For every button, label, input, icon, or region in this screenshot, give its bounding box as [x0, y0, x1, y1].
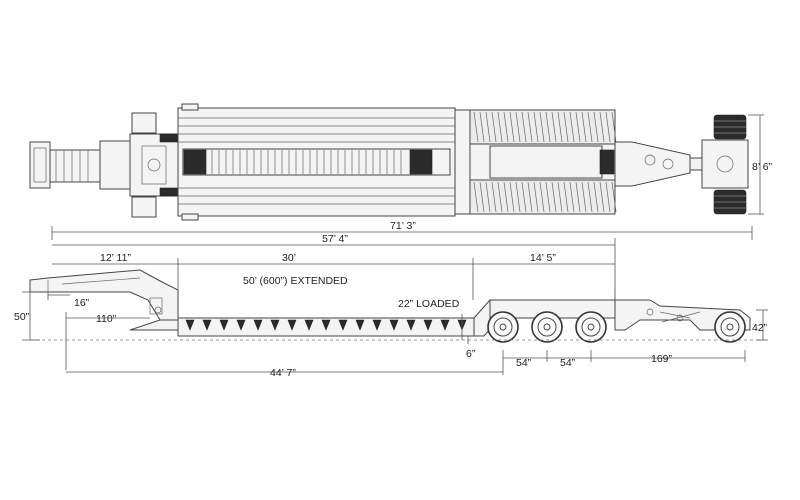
- dim-169: 169”: [651, 353, 673, 365]
- beam-cutout: [338, 319, 348, 331]
- beam-cutout: [355, 319, 365, 331]
- beam-cutout: [389, 319, 399, 331]
- side-dimensions: 50” 16” 110” 22” LOADED 6” 54” 54” 169” …: [14, 291, 768, 379]
- beam-cutout: [423, 319, 433, 331]
- dim-57: 57’ 4”: [322, 233, 348, 245]
- front-plate: [29, 141, 51, 189]
- wheel: [531, 311, 563, 343]
- top-view: 8’ 6”: [29, 103, 773, 221]
- dolly-frame: [701, 139, 749, 189]
- wheel: [575, 311, 607, 343]
- beam-cutout: [270, 319, 280, 331]
- beam-cutout: [253, 319, 263, 331]
- dim-deck-30: 30’: [282, 252, 296, 264]
- dim-deck-44: 44’ 7”: [270, 367, 296, 379]
- beam-cutout: [321, 319, 331, 331]
- gooseneck-top: [49, 149, 101, 183]
- beam-cutout: [304, 319, 314, 331]
- dim-axle-54b: 54”: [560, 357, 576, 369]
- beam-cutout: [236, 319, 246, 331]
- beam-cutout: [372, 319, 382, 331]
- dim-height-42: 42”: [752, 322, 768, 334]
- dim-rear-section: 14’ 5”: [530, 252, 556, 264]
- beam-cutout: [219, 319, 229, 331]
- deck-pad-right: [409, 149, 433, 175]
- dim-axle-54a: 54”: [516, 357, 532, 369]
- beam-cutout: [287, 319, 297, 331]
- dim-loaded: 22” LOADED: [398, 298, 460, 310]
- dim-height-50: 50”: [14, 311, 30, 323]
- wheel: [714, 311, 746, 343]
- dim-extended: 50’ (600”) EXTENDED: [243, 275, 348, 287]
- neck-beam: [99, 140, 131, 190]
- dim-16: 16”: [74, 297, 90, 309]
- dim-overall-length: 71’ 3”: [390, 220, 416, 232]
- dim-110: 110”: [96, 313, 117, 325]
- beam-cutout: [440, 319, 450, 331]
- deck-pad-left: [183, 149, 207, 175]
- beam-cutout: [185, 319, 195, 331]
- dim-gooseneck: 12’ 11”: [100, 252, 131, 264]
- dim-width: 8’ 6”: [752, 161, 773, 173]
- beam-cutout: [406, 319, 416, 331]
- beam-cutout: [202, 319, 212, 331]
- overall-dimensions: 71’ 3” 57’ 4” 12’ 11” 30’ 50’ (600”) EXT…: [51, 220, 753, 318]
- hinge-block: [129, 133, 179, 197]
- side-view: [29, 269, 760, 343]
- dim-6: 6”: [466, 348, 476, 360]
- wheel: [487, 311, 519, 343]
